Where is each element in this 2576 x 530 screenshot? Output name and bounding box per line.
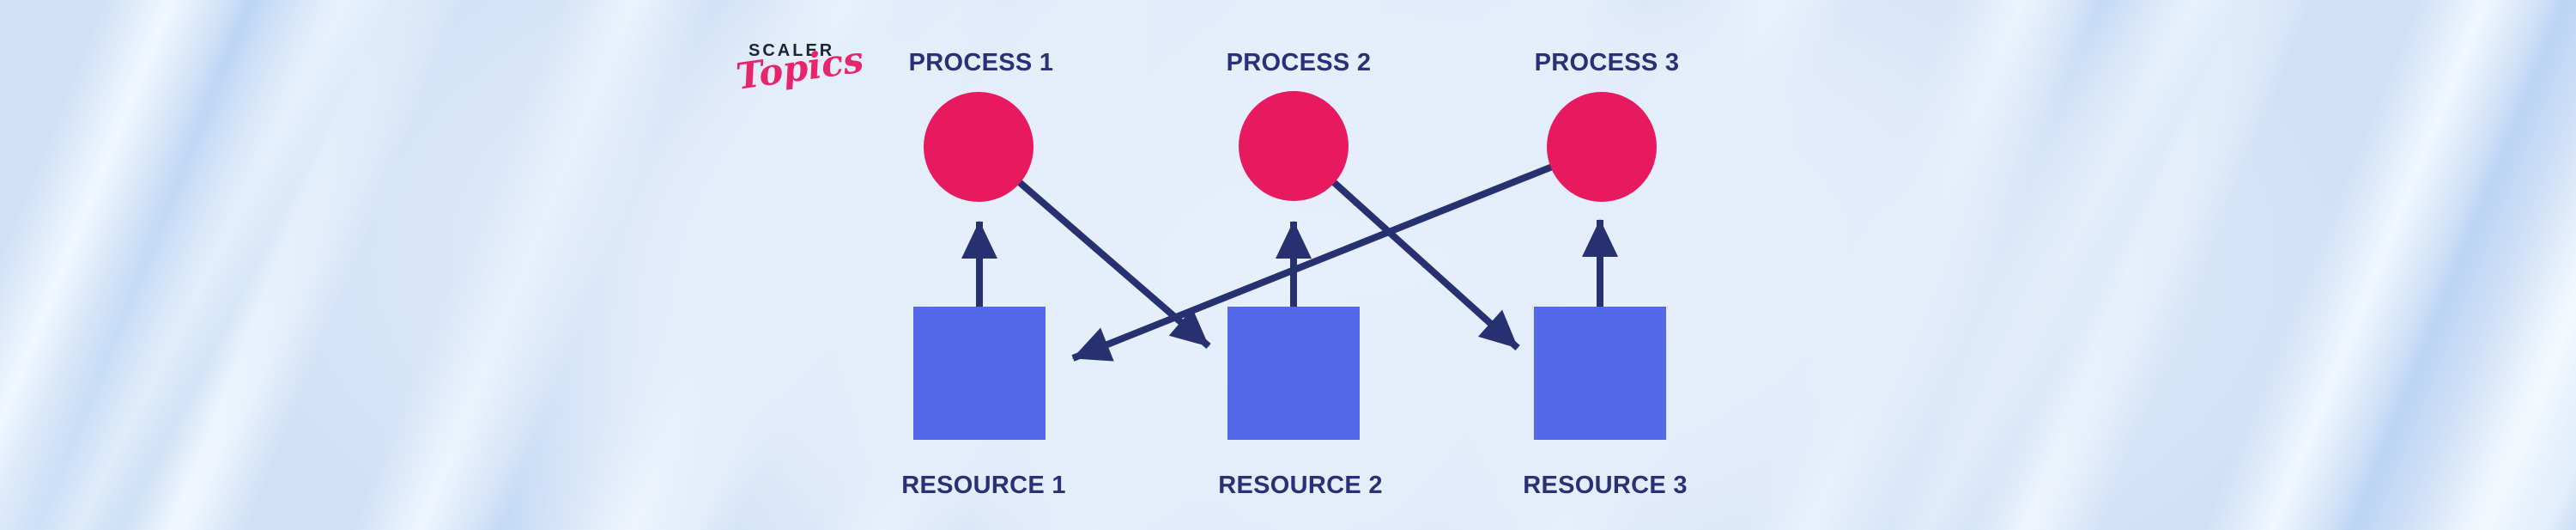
resource-2-node [1227, 307, 1360, 440]
process-1-label: PROCESS 1 [908, 49, 1054, 76]
resource-2-label: RESOURCE 2 [1218, 472, 1383, 499]
process-2-node [1239, 91, 1349, 201]
resource-1-label: RESOURCE 1 [901, 472, 1066, 499]
process-3-label: PROCESS 3 [1534, 49, 1680, 76]
process-3-node [1547, 92, 1657, 202]
request-arrow-process3-resource1 [1071, 143, 1603, 362]
resource-3-label: RESOURCE 3 [1523, 472, 1688, 499]
resource-3-node [1534, 307, 1666, 440]
process-1-node [924, 92, 1033, 202]
process-2-label: PROCESS 2 [1226, 49, 1372, 76]
resource-1-node [913, 307, 1046, 440]
logo-wordmark: SCALER [749, 41, 835, 60]
scaler-topics-logo: SCALER Topics [734, 39, 891, 98]
